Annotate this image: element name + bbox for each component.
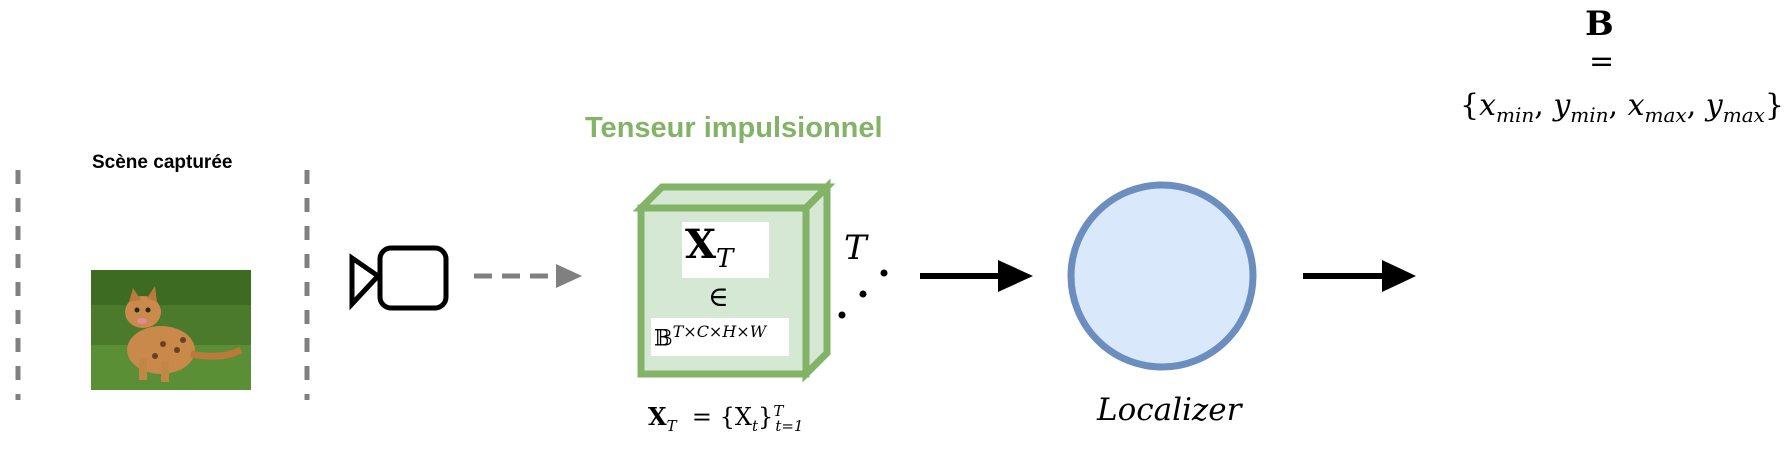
- dashed-arrow-camera-to-tensor: [474, 264, 582, 288]
- localizer-node: [1067, 181, 1257, 371]
- caption-eq: = {X: [691, 403, 752, 431]
- sep-1: ,: [1534, 88, 1554, 123]
- output-set: {xmin, ymin, xmax, ymax}: [1460, 88, 1784, 127]
- caption-lhs: X: [648, 402, 667, 431]
- tensor-space-dims: T×C×H×W: [672, 322, 767, 341]
- caption-sub: t=1: [775, 416, 804, 435]
- tensor-space-base: 𝔹: [654, 326, 673, 352]
- tensor-caption: XT = {Xt}Tt=1: [648, 402, 803, 435]
- tensor-depth-label: T: [844, 228, 867, 268]
- element-of-symbol: ∈: [708, 280, 729, 313]
- tensor-symbol-main: X: [685, 221, 717, 268]
- tensor-title: Tenseur impulsionnel: [585, 112, 883, 144]
- tensor-cube: [632, 178, 836, 383]
- caption-close: }: [758, 403, 774, 431]
- x-max-sub: max: [1644, 103, 1687, 127]
- y-max: y: [1705, 88, 1723, 123]
- y-max-sub: max: [1722, 103, 1765, 127]
- x-max: x: [1627, 88, 1645, 123]
- tensor-depth-dots: [838, 269, 888, 319]
- scene-title: Scène capturée: [92, 152, 233, 173]
- camera-icon: [349, 245, 449, 311]
- output-symbol: B: [1585, 4, 1614, 44]
- tensor-symbol-sub: T: [716, 244, 734, 274]
- arrow-localizer-to-output: [1303, 260, 1416, 292]
- tensor-symbol: XT: [685, 222, 733, 282]
- x-min-sub: min: [1496, 103, 1535, 127]
- tensor-space: 𝔹T×C×H×W: [654, 322, 766, 351]
- sep-2: ,: [1608, 88, 1628, 123]
- y-min: y: [1553, 88, 1571, 123]
- x-min: x: [1479, 88, 1497, 123]
- caption-lhs-sub: T: [666, 416, 677, 435]
- y-min-sub: min: [1570, 103, 1609, 127]
- set-open: {: [1460, 88, 1480, 123]
- caption-sup: T: [773, 402, 784, 420]
- output-equals: =: [1589, 44, 1615, 79]
- cat-photo: [91, 270, 251, 390]
- set-close: }: [1764, 88, 1785, 123]
- sep-3: ,: [1686, 88, 1706, 123]
- caption-t: t: [752, 416, 759, 435]
- localizer-label: Localizer: [1097, 392, 1242, 428]
- arrow-tensor-to-localizer: [920, 260, 1033, 292]
